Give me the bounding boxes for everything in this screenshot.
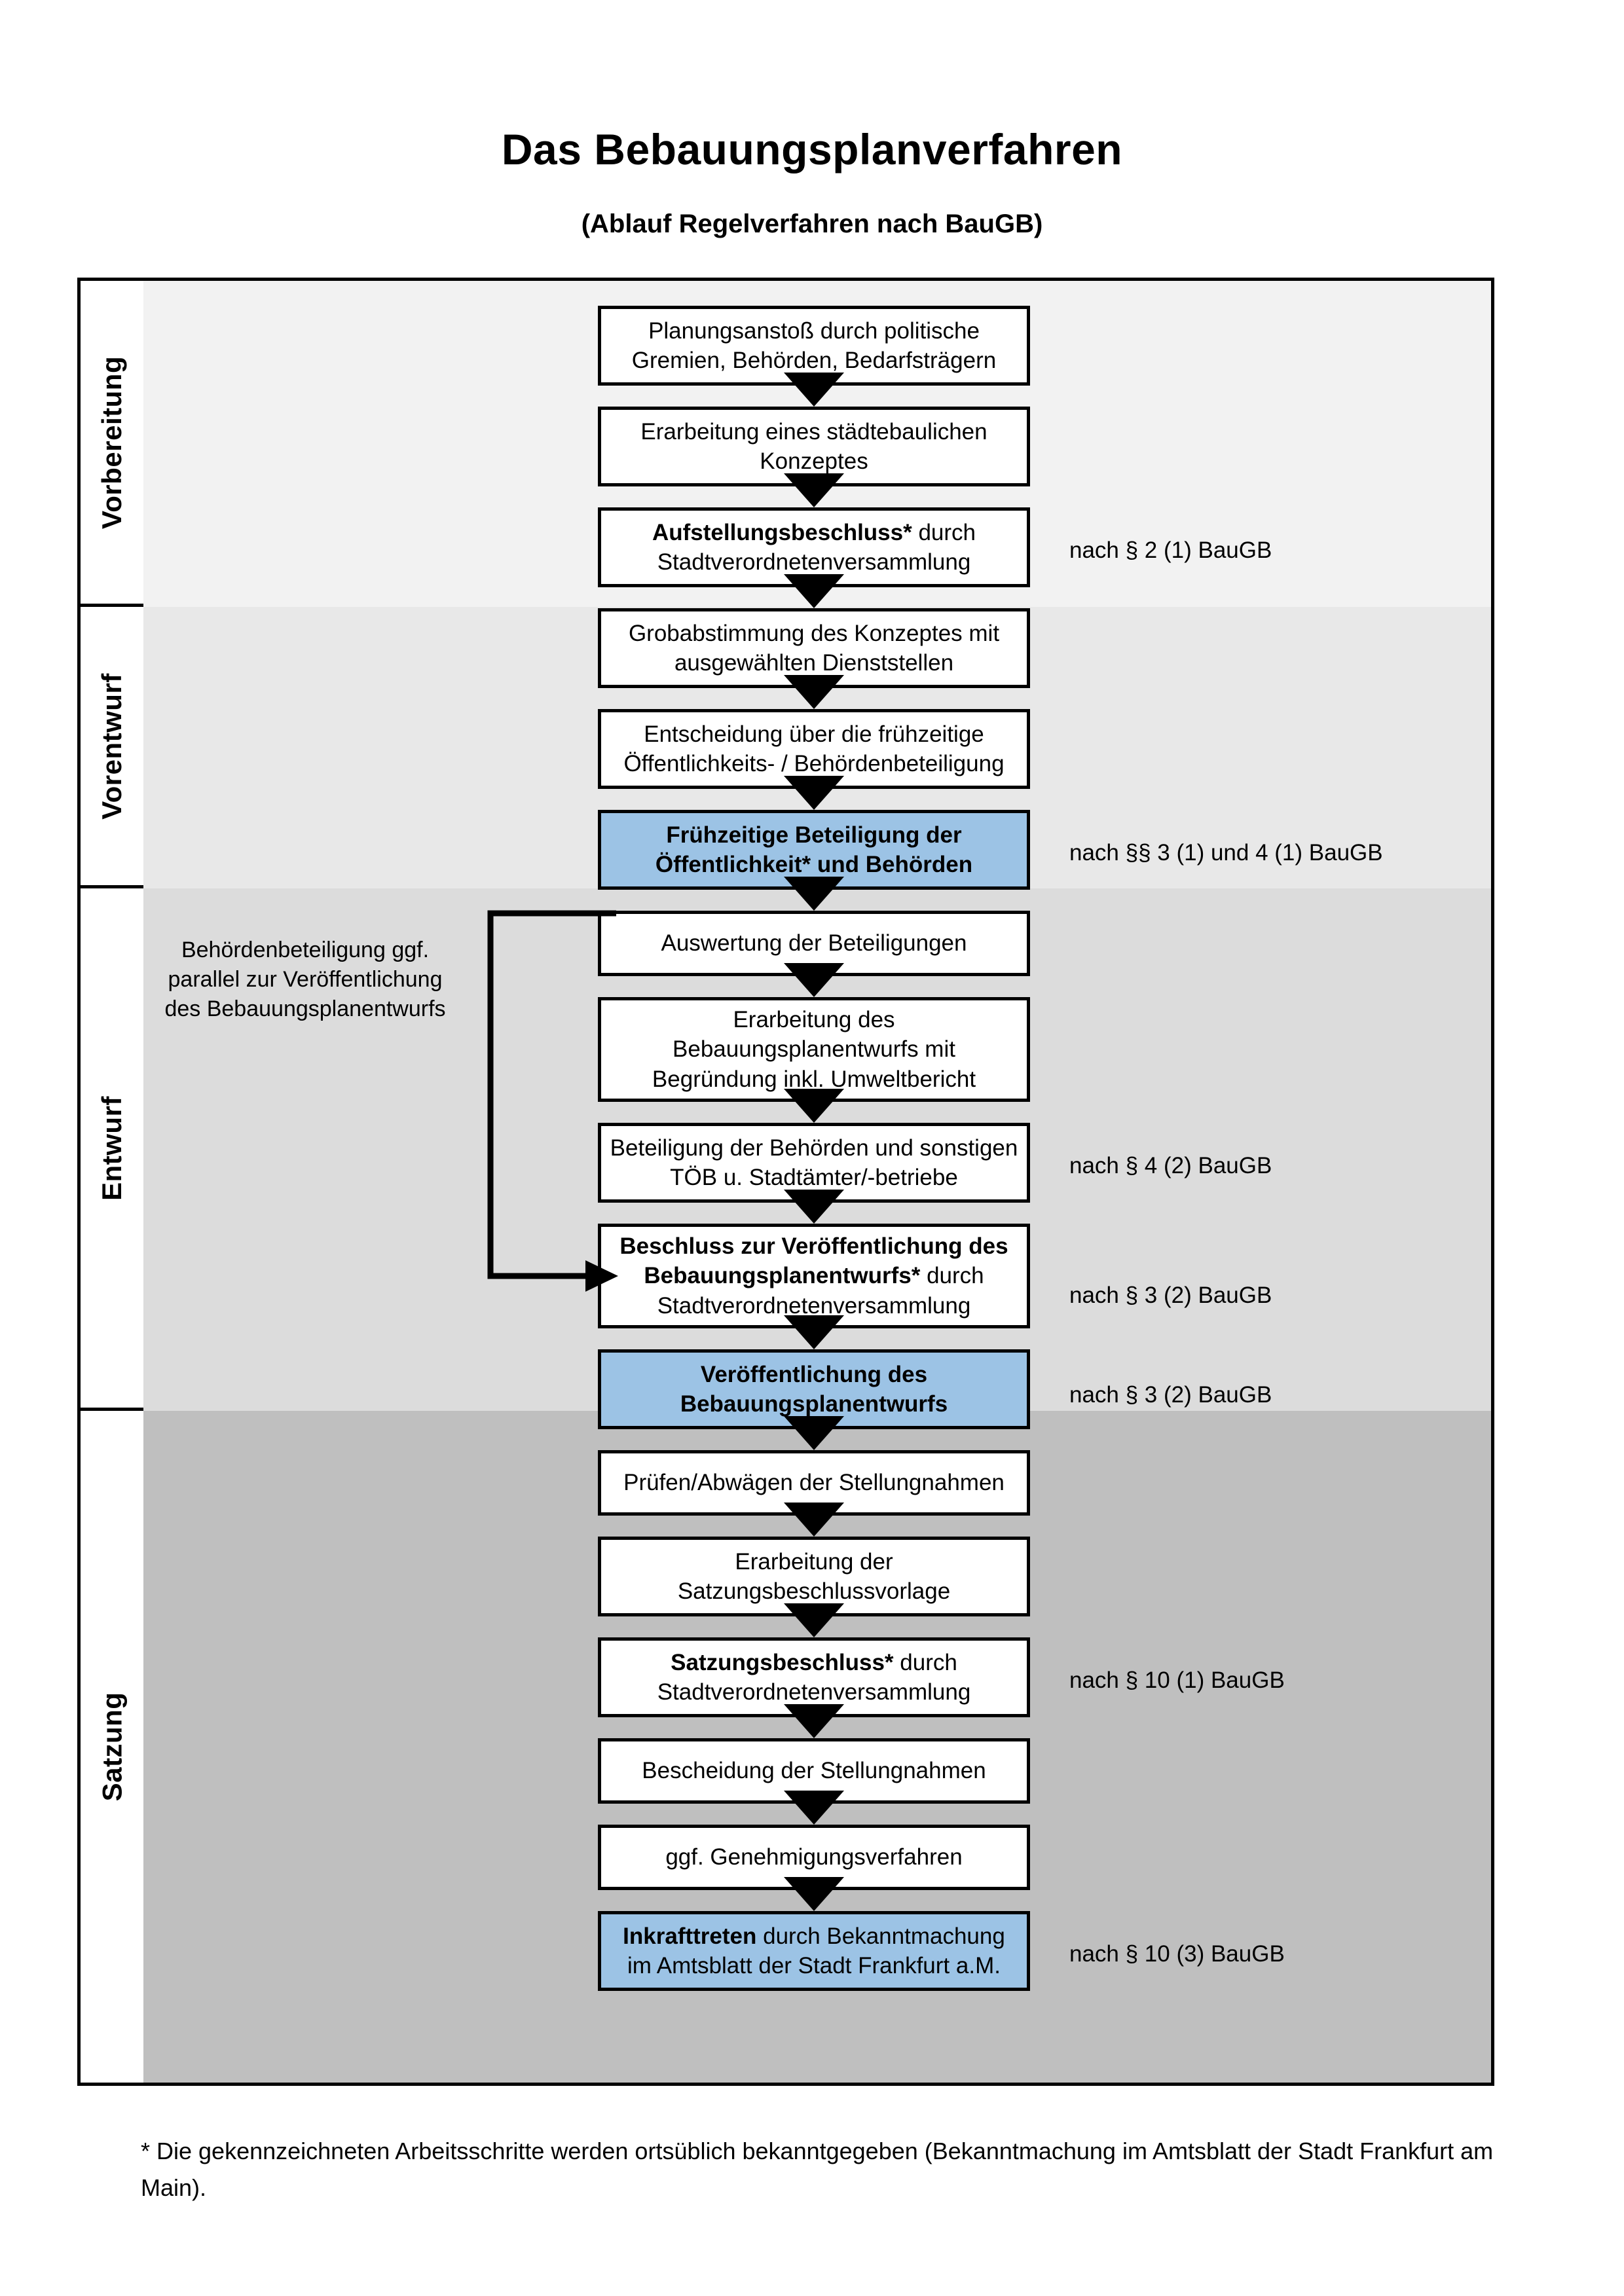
arrow-connector [784,1704,844,1738]
flow-box-text: Inkrafttreten durch Bekanntmachung im Am… [608,1922,1020,1981]
phase-label-entwurf: Entwurf [81,888,143,1411]
arrow-connector [784,1791,844,1825]
flow-box-bold-part: Beschluss zur Veröffentlichung des Bebau… [619,1233,1008,1289]
legal-note-par3-1-4-1: nach §§ 3 (1) und 4 (1) BauGB [1069,840,1383,866]
arrow-connector [784,1416,844,1450]
page-subtitle: (Ablauf Regelverfahren nach BauGB) [581,210,1043,238]
arrow-connector [784,1503,844,1537]
arrow-connector [784,574,844,608]
flow-box-text: Auswertung der Beteiligungen [661,930,967,957]
side-note-behoerdenbeteiligung: Behördenbeteiligung ggf. parallel zur Ve… [164,938,446,1021]
arrow-connector [784,1603,844,1637]
phase-label-text: Vorbereitung [96,355,128,529]
flow-box-text: Erarbeitung der Satzungsbeschlussvorlage [677,1548,951,1605]
flow-box-bold-part: Inkrafttreten [623,1923,757,1949]
flow-box-text: Aufstellungsbeschluss* durch Stadtverord… [608,518,1020,577]
arrow-connector [784,877,844,911]
flow-box-bold-part: Aufstellungsbeschluss* [652,519,912,545]
flow-box-bold-part: Satzungsbeschluss* [671,1649,894,1675]
legal-note-par10-3: nach § 10 (3) BauGB [1069,1941,1285,1967]
flow-box-text: Veröffentlichung des Bebauungsplanentwur… [680,1361,948,1417]
flow-box-mid-part: durch [920,1263,984,1289]
phase-label-satzung: Satzung [81,1411,143,2083]
parallel-process-bracket [477,909,621,1309]
flow-box-text: ggf. Genehmigungsverfahren [665,1844,963,1870]
flow-box-erarbeitung-bplanentwurf[interactable]: Erarbeitung des Bebauungsplanentwurfs mi… [598,997,1030,1102]
flow-box-text: Erarbeitung eines städtebaulichen Konzep… [640,418,987,475]
flow-box-mid-part [756,1923,763,1949]
legal-note-par3-2-beschluss: nach § 3 (2) BauGB [1069,1283,1272,1308]
flow-box-grobabstimmung[interactable]: Grobabstimmung des Konzeptes mit ausgewä… [598,608,1030,688]
arrow-connector [784,1877,844,1911]
legal-note-par2-1: nach § 2 (1) BauGB [1069,538,1272,563]
arrow-connector [784,963,844,997]
flow-box-rest-part: Stadtverordnetenversammlung [657,549,971,575]
legal-note-par4-2: nach § 4 (2) BauGB [1069,1153,1272,1178]
flow-box-mid-part: durch [912,519,976,545]
arrow-connector [784,1315,844,1349]
arrow-connector [784,1089,844,1123]
arrow-connector [784,473,844,507]
phase-label-vorentwurf: Vorentwurf [81,607,143,888]
flow-box-text: Bescheidung der Stellungnahmen [642,1758,986,1784]
flow-box-text: Planungsanstoß durch politische Gremien,… [631,318,997,374]
flow-box-text: Beschluss zur Veröffentlichung des Bebau… [608,1231,1020,1321]
flow-box-auswertung-beteiligungen[interactable]: Auswertung der Beteiligungen [598,911,1030,976]
footnote-text: * Die gekennzeichneten Arbeitsschritte w… [141,2138,1494,2201]
arrow-connector [784,675,844,709]
flow-box-mid-part: durch [893,1649,957,1675]
flow-box-erarbeitung-satzungsvorlage[interactable]: Erarbeitung der Satzungsbeschlussvorlage [598,1537,1030,1616]
phase-label-text: Entwurf [96,1095,127,1201]
page-title: Das Bebauungsplanverfahren [501,125,1123,173]
flow-box-text: Prüfen/Abwägen der Stellungnahmen [623,1470,1005,1496]
phase-label-text: Vorentwurf [96,672,127,820]
flow-box-rest-part: Stadtverordnetenversammlung [657,1292,971,1319]
flow-box-fruehzeitige-beteiligung[interactable]: Frühzeitige Beteiligung der Öffentlichke… [598,810,1030,890]
flowchart-frame: Vorbereitung Vorentwurf Entwurf Satzung … [77,278,1494,2086]
phase-label-text: Satzung [96,1692,128,1802]
flow-box-text: Entscheidung über die frühzeitige Öffent… [623,721,1005,777]
flow-box-text: Beteiligung der Behörden und sonstigen T… [610,1135,1018,1191]
flow-box-beschluss-veroeffentlichung[interactable]: Beschluss zur Veröffentlichung des Bebau… [598,1224,1030,1328]
arrow-connector [784,373,844,407]
flow-box-planungsanstoss[interactable]: Planungsanstoß durch politische Gremien,… [598,306,1030,386]
flow-box-rest-part: Stadtverordnetenversammlung [657,1679,971,1705]
phase-label-column: Vorbereitung Vorentwurf Entwurf Satzung [81,281,143,2083]
flow-box-inkrafttreten[interactable]: Inkrafttreten durch Bekanntmachung im Am… [598,1911,1030,1991]
phase-label-vorbereitung: Vorbereitung [81,281,143,607]
legal-note-par10-1: nach § 10 (1) BauGB [1069,1667,1285,1693]
flow-box-rest-part: durch Bekanntmachung im Amtsblatt der St… [627,1923,1005,1979]
flow-box-text: Satzungsbeschluss* durch Stadtverordnete… [608,1648,1020,1707]
flow-box-text: Erarbeitung des Bebauungsplanentwurfs mi… [652,1006,976,1092]
bracket-svg [487,910,618,1292]
arrow-connector [784,776,844,810]
flow-box-text: Grobabstimmung des Konzeptes mit ausgewä… [628,620,1000,676]
arrow-connector [784,1190,844,1224]
legal-note-par3-2-veroeffentlichung: nach § 3 (2) BauGB [1069,1382,1272,1408]
flow-box-text: Frühzeitige Beteiligung der Öffentlichke… [655,822,973,878]
